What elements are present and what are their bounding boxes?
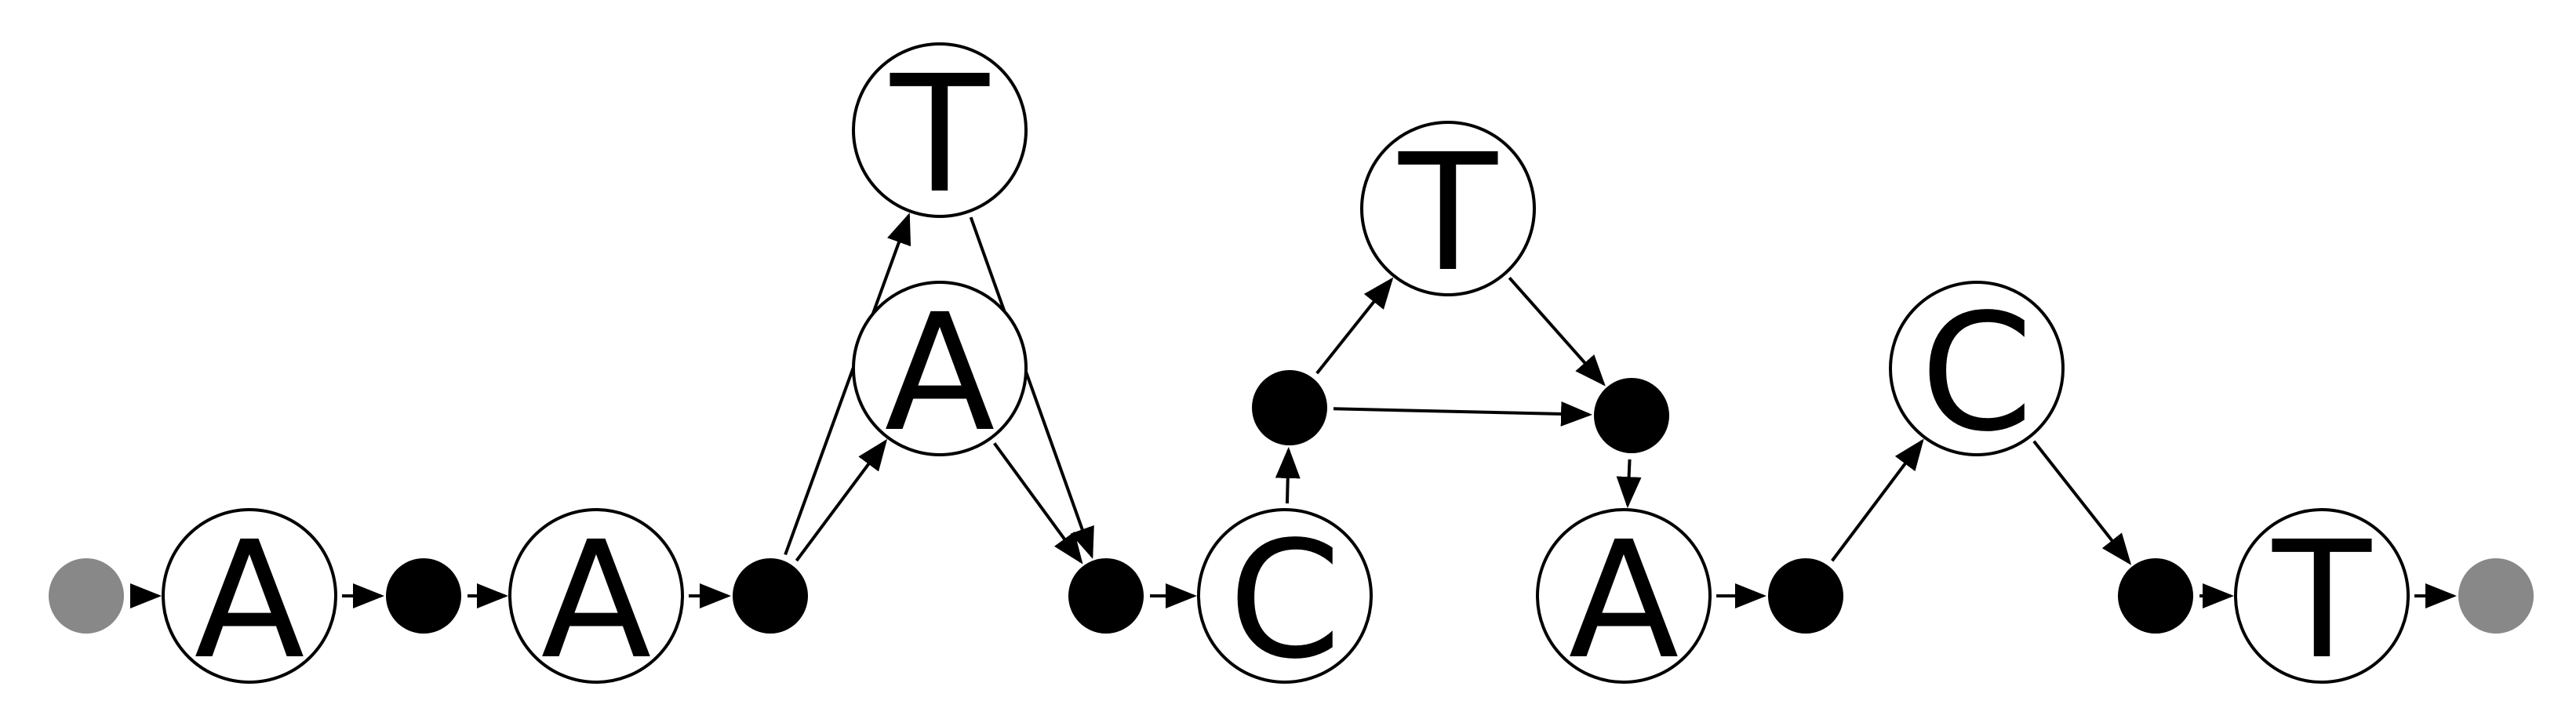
- junction-node: [386, 558, 461, 634]
- node-base5: C: [1197, 507, 1373, 695]
- edge-j6-to-base8: [1831, 438, 1924, 562]
- edge-j4-to-j5: [1333, 401, 1593, 427]
- base-letter: C: [1228, 507, 1341, 695]
- node-j4: [1252, 370, 1327, 445]
- edge-j2-to-base3: [784, 212, 911, 556]
- node-end: [2458, 558, 2534, 634]
- edge-j4-to-base6: [1315, 277, 1394, 375]
- junction-node: [1594, 378, 1669, 453]
- node-j2: [733, 558, 808, 634]
- node-base6: T: [1360, 119, 1536, 307]
- edge-base8-to-j7: [2032, 440, 2132, 565]
- node-start: [49, 558, 124, 634]
- node-base3: T: [852, 41, 1028, 229]
- base-node-circle: [162, 508, 337, 684]
- base-node-circle: [1360, 121, 1536, 296]
- node-j5: [1594, 378, 1669, 453]
- base-node-circle: [508, 508, 684, 684]
- edge-j2-to-base4: [795, 438, 888, 562]
- node-j1: [386, 558, 461, 634]
- node-j7: [2118, 558, 2193, 634]
- base-letter: C: [1920, 279, 2033, 467]
- node-base9: T: [2234, 507, 2410, 695]
- node-base1: A: [162, 507, 337, 695]
- base-letter: A: [1569, 507, 1679, 695]
- edge-base3-to-j3: [969, 216, 1094, 559]
- node-j6: [1768, 558, 1843, 634]
- junction-node: [733, 558, 808, 634]
- edge-base6-to-j5: [1508, 276, 1606, 387]
- start-terminal-node: [49, 558, 124, 634]
- node-base8: C: [1889, 279, 2065, 467]
- base-letter: T: [2272, 507, 2372, 695]
- junction-node: [2118, 558, 2193, 634]
- node-j3: [1068, 558, 1144, 634]
- base-node-circle: [2234, 508, 2410, 684]
- base-node-circle: [852, 281, 1028, 456]
- node-base2: A: [508, 507, 684, 695]
- junction-node: [1768, 558, 1843, 634]
- base-node-circle: [1889, 281, 2065, 456]
- node-base4: A: [852, 279, 1028, 467]
- base-node-circle: [852, 42, 1028, 218]
- base-letter: A: [541, 507, 652, 695]
- edge-j5-to-base7: [1616, 459, 1642, 509]
- base-node-circle: [1197, 508, 1373, 684]
- base-letter: A: [195, 507, 305, 695]
- base-letter: T: [1398, 119, 1498, 307]
- edges-layer: [130, 212, 2457, 608]
- base-node-circle: [1536, 508, 1712, 684]
- node-base7: A: [1536, 507, 1712, 695]
- base-letter: A: [885, 279, 995, 467]
- junction-node: [1068, 558, 1144, 634]
- base-letter: T: [890, 41, 990, 229]
- end-terminal-node: [2458, 558, 2534, 634]
- edge-base5-to-j4: [1275, 446, 1301, 504]
- edge-base4-to-j3: [993, 442, 1083, 565]
- junction-node: [1252, 370, 1327, 445]
